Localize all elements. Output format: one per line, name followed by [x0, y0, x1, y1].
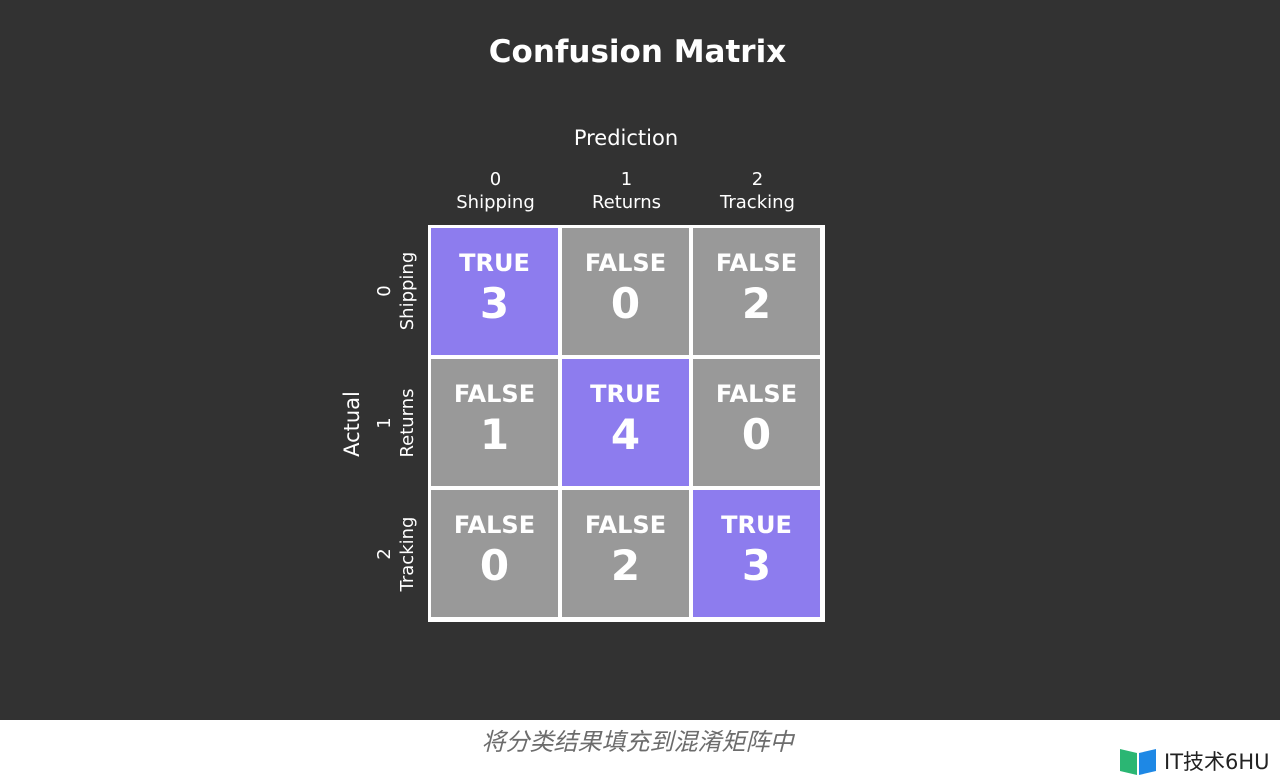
row-name: Returns	[397, 388, 418, 458]
cell-value: 0	[741, 409, 772, 459]
cell-label: TRUE	[590, 379, 661, 408]
cell-label: TRUE	[459, 248, 530, 277]
cell-label: FALSE	[453, 510, 536, 539]
row-index: 1	[374, 417, 395, 429]
cell-label: FALSE	[715, 379, 798, 408]
column-index: 2	[751, 169, 764, 190]
book-logo-icon	[1120, 749, 1156, 775]
cell-label: FALSE	[453, 379, 536, 408]
x-axis-label: Prediction	[573, 126, 679, 150]
column-name: Shipping	[456, 192, 535, 213]
watermark-text: IT技术6HU	[1164, 750, 1270, 774]
column-name: Tracking	[720, 192, 795, 213]
row-header: 2 Tracking	[373, 517, 419, 592]
cell-label: FALSE	[584, 248, 667, 277]
chart-title: Confusion Matrix	[488, 34, 787, 70]
row-name: Shipping	[397, 251, 418, 331]
row-name: Tracking	[397, 516, 418, 592]
row-index: 0	[374, 285, 395, 297]
column-header: 1 Returns	[561, 168, 692, 214]
figure-caption: 将分类结果填充到混淆矩阵中	[481, 728, 794, 756]
cell-value: 0	[479, 540, 510, 590]
column-index: 0	[489, 169, 502, 190]
slide: Confusion Matrix Prediction 0 Shipping 1…	[0, 0, 1280, 720]
cell-label: FALSE	[715, 248, 798, 277]
row-header: 1 Returns	[373, 388, 419, 457]
cell-value: 0	[610, 278, 641, 328]
column-header: 0 Shipping	[430, 168, 561, 214]
cell-label: FALSE	[584, 510, 667, 539]
watermark: IT技术6HU	[1118, 745, 1270, 777]
column-index: 1	[620, 169, 633, 190]
row-index: 2	[374, 548, 395, 560]
column-header: 2 Tracking	[692, 168, 823, 214]
cell-value: 2	[610, 540, 641, 590]
y-axis-label: Actual	[340, 391, 364, 457]
column-name: Returns	[591, 192, 662, 213]
row-header: 0 Shipping	[373, 252, 419, 331]
cell-value: 2	[741, 278, 772, 328]
cell-value: 3	[741, 540, 772, 590]
cell-value: 4	[610, 409, 641, 459]
cell-value: 1	[479, 409, 510, 459]
cell-value: 3	[479, 278, 510, 328]
cell-label: TRUE	[721, 510, 792, 539]
